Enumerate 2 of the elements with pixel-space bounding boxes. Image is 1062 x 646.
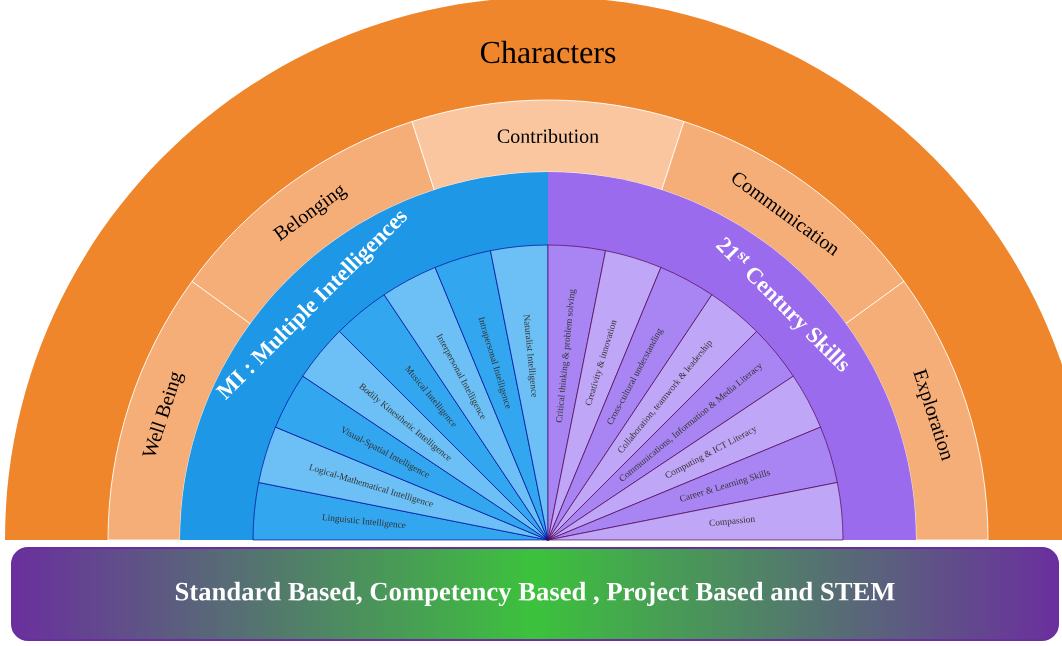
ring-segment: Contribution — [411, 99, 685, 191]
banner: Standard Based, Competency Based , Project Based and STEM — [11, 547, 1059, 641]
